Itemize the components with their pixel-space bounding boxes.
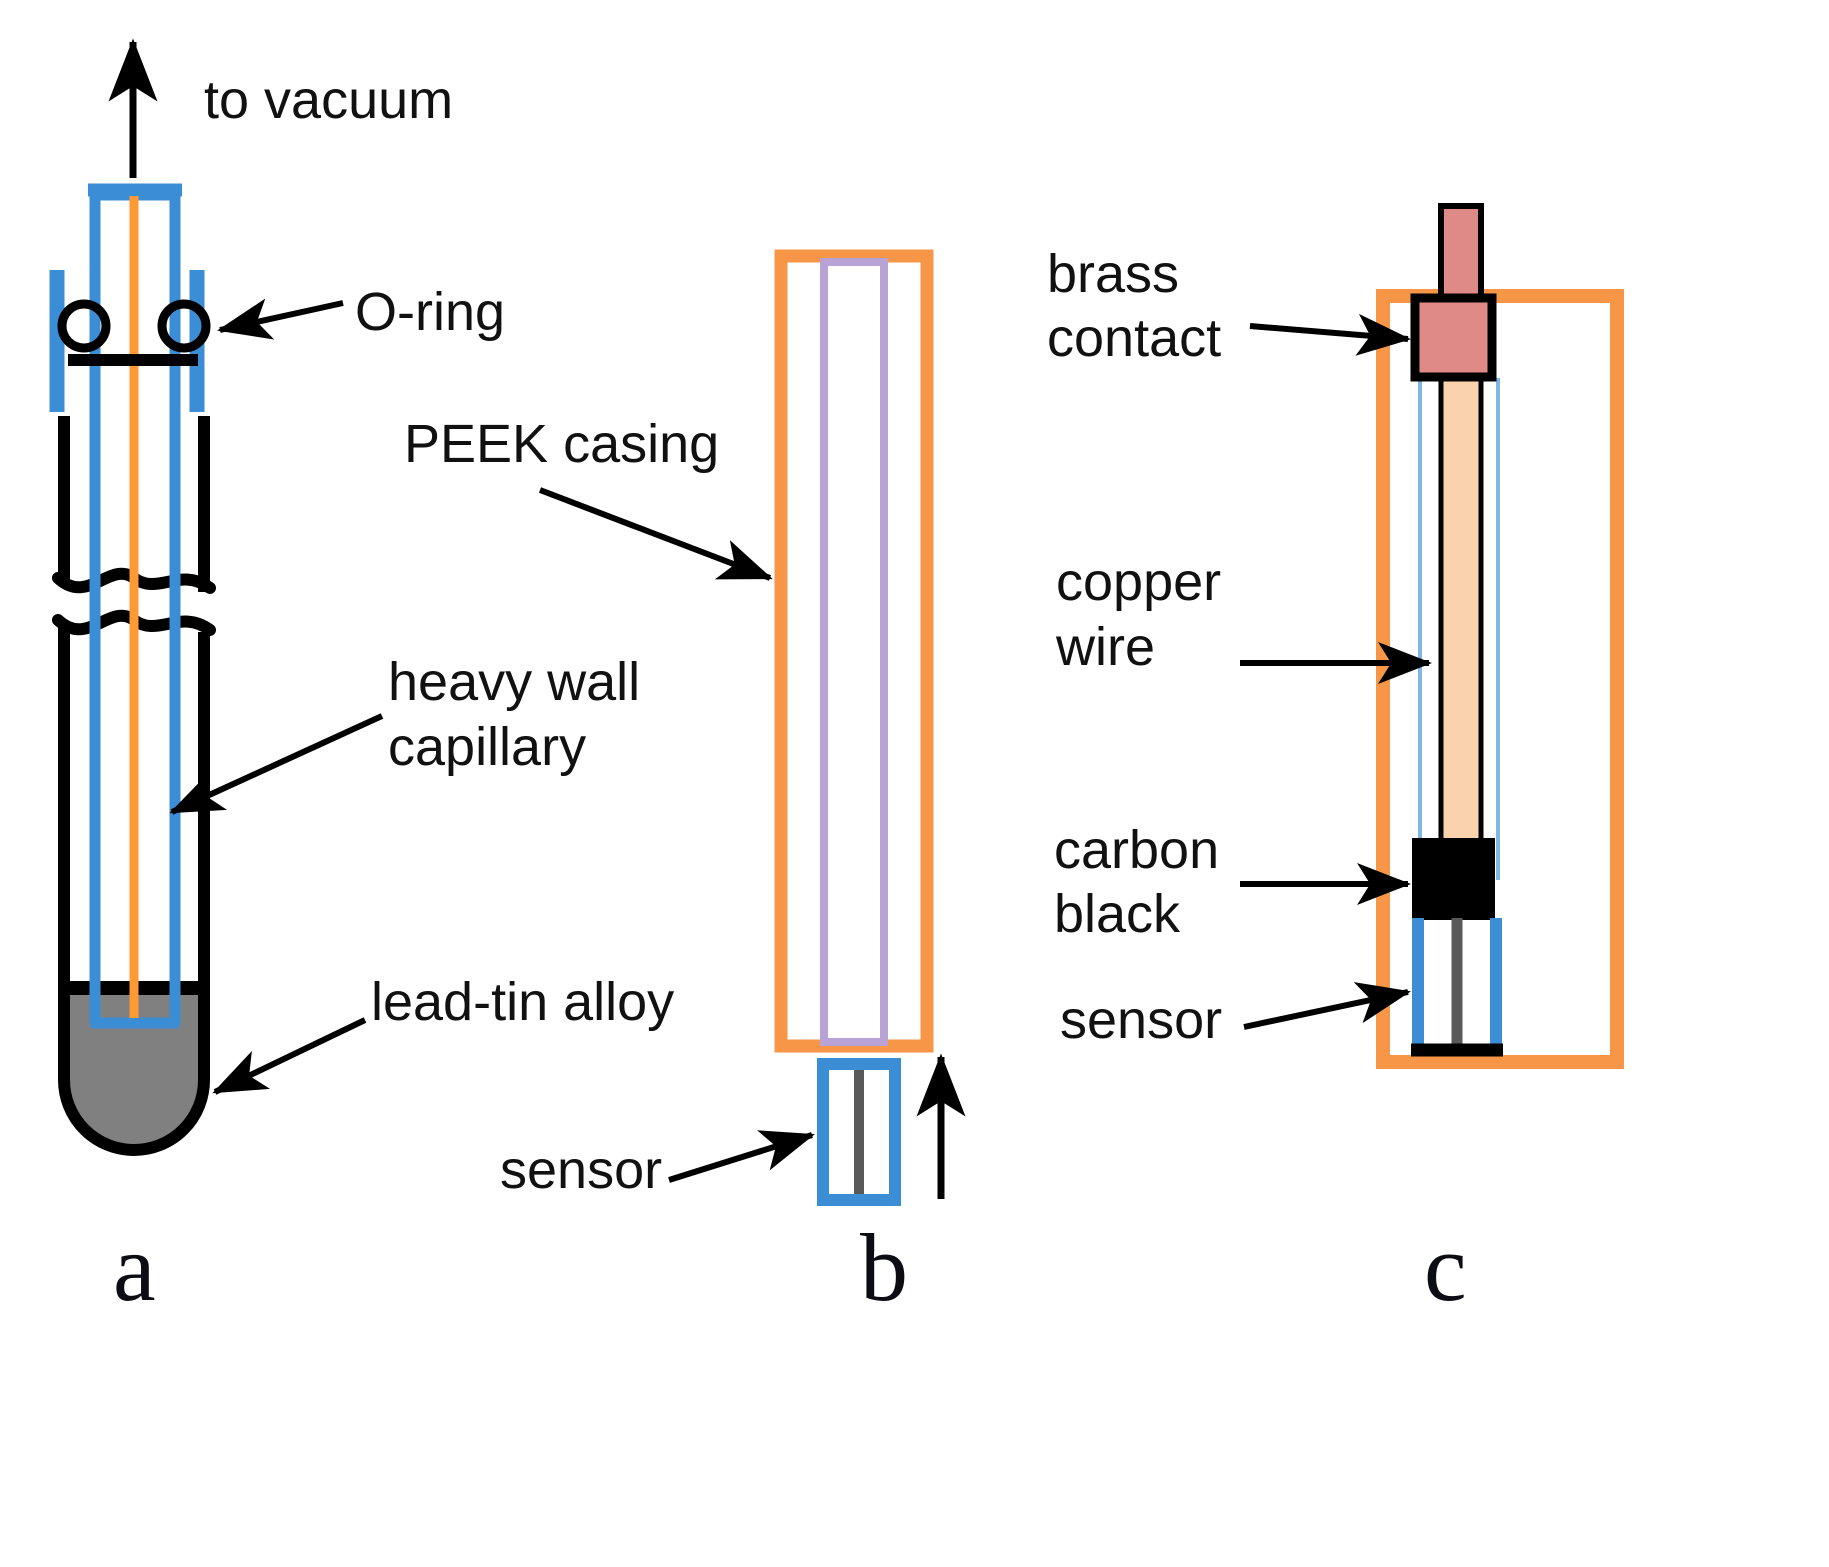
heavy-wall-capillary-leader-line xyxy=(169,713,384,815)
sensor-body-c xyxy=(1411,918,1503,1057)
label-o-ring: O-ring xyxy=(355,282,505,342)
o-ring-right-icon xyxy=(157,299,211,353)
o-ring-left-icon xyxy=(57,299,111,353)
panel-a: to vacuum O-ring heavy wall capillary le… xyxy=(49,38,674,1321)
label-to-vacuum: to vacuum xyxy=(204,70,453,130)
label-copper-line2: wire xyxy=(1055,617,1155,677)
label-sensor-c: sensor xyxy=(1060,990,1222,1050)
peek-inner-tube xyxy=(820,258,888,1046)
peek-casing-outline xyxy=(774,249,934,1053)
label-carbon-line2: black xyxy=(1054,884,1181,944)
brass-contact-leader-line xyxy=(1249,313,1411,356)
label-heavy-wall-line2: capillary xyxy=(388,717,586,777)
label-peek-casing: PEEK casing xyxy=(404,414,719,474)
capillary-inner-lines-c xyxy=(1418,378,1500,880)
sensor-capsule-b xyxy=(817,1058,901,1206)
panel-b: PEEK casing sensor b xyxy=(404,249,966,1321)
brass-contact-block xyxy=(1410,293,1497,382)
label-heavy-wall-line1: heavy wall xyxy=(388,652,640,712)
label-brass-line1: brass xyxy=(1047,244,1179,304)
label-carbon-line1: carbon xyxy=(1054,820,1219,880)
label-copper-line1: copper xyxy=(1056,552,1221,612)
panel-letter-a: a xyxy=(113,1214,156,1321)
panel-c: brass contact copper wire carbon black s… xyxy=(1047,203,1624,1321)
panel-letter-b: b xyxy=(860,1214,908,1321)
label-brass-line2: contact xyxy=(1047,308,1221,368)
sensor-leader-line-c xyxy=(1243,982,1411,1030)
lead-tin-alloy-leader-line xyxy=(212,1017,367,1095)
peek-casing-outline-c xyxy=(1376,289,1624,1069)
copper-wire-body xyxy=(1438,297,1484,848)
brass-contact-stem xyxy=(1438,203,1484,305)
label-sensor-b: sensor xyxy=(500,1140,662,1200)
panel-letter-c: c xyxy=(1424,1214,1467,1321)
peek-casing-leader-line xyxy=(538,487,773,581)
carbon-black-body xyxy=(1412,838,1495,920)
o-ring-leader-line xyxy=(217,298,344,340)
sensor-leader-line-b xyxy=(668,1130,815,1183)
label-lead-tin-alloy: lead-tin alloy xyxy=(371,972,674,1032)
